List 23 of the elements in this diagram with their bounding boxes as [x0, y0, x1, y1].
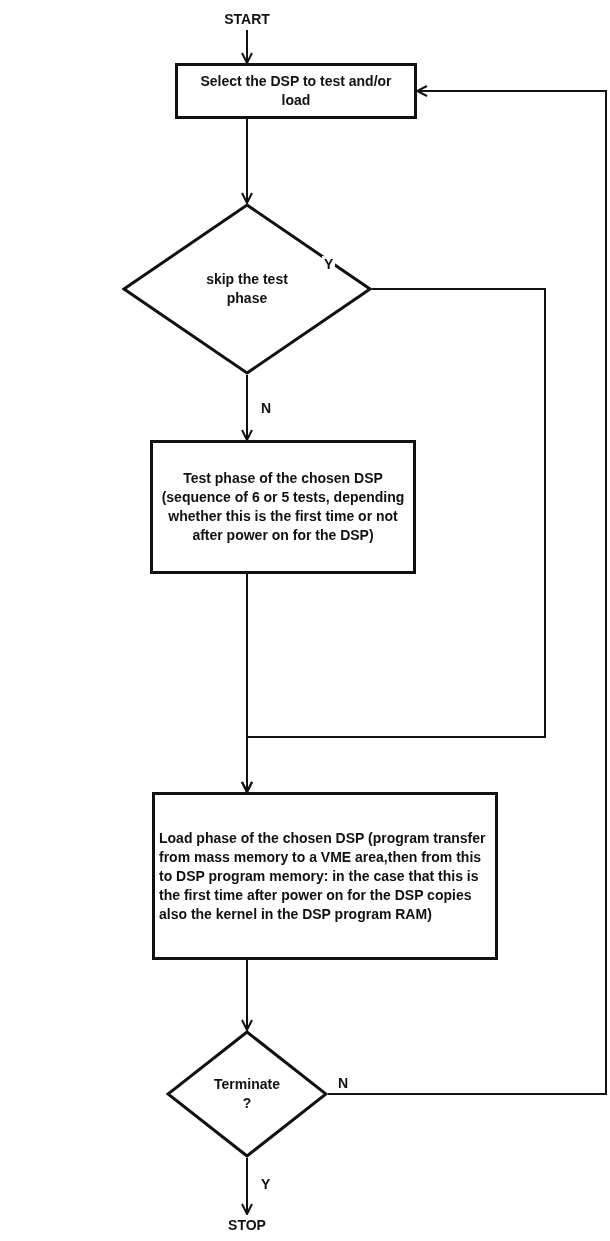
flow-arrow	[241, 29, 253, 64]
flow-arrow	[241, 573, 253, 793]
flow-arrow	[241, 118, 253, 204]
decision-text: skip the test phase	[205, 270, 289, 308]
edge-label: Y	[259, 1176, 273, 1192]
decision-diamond	[122, 203, 372, 375]
flow-arrow	[241, 959, 253, 1031]
flow-arrow	[327, 85, 607, 1095]
edge-label: Y	[322, 256, 336, 272]
flow-arrow	[241, 1157, 253, 1215]
box-text: Select the DSP to test and/or load	[199, 72, 393, 110]
process-box	[150, 440, 416, 574]
decision-diamond	[166, 1030, 328, 1158]
process-box	[152, 792, 498, 960]
flow-arrow	[241, 374, 253, 441]
box-text: Test phase of the chosen DSP (sequence of 6 or 5 tests, depending whether this is the first time or not after power on for the DSP)	[160, 469, 406, 545]
stop-label: STOP	[212, 1214, 282, 1236]
start-label: START	[212, 8, 282, 30]
box-text: Load phase of the chosen DSP (program transfer from mass memory to a VME area,then from this to DSP program memory: in the case that this is the first time after power on for the DSP copies also the kernel in the DSP program RAM)	[158, 828, 487, 924]
process-box	[175, 63, 417, 119]
edge-label: N	[336, 1075, 351, 1091]
edge-label: N	[259, 400, 274, 416]
decision-text: Terminate ?	[213, 1075, 281, 1113]
